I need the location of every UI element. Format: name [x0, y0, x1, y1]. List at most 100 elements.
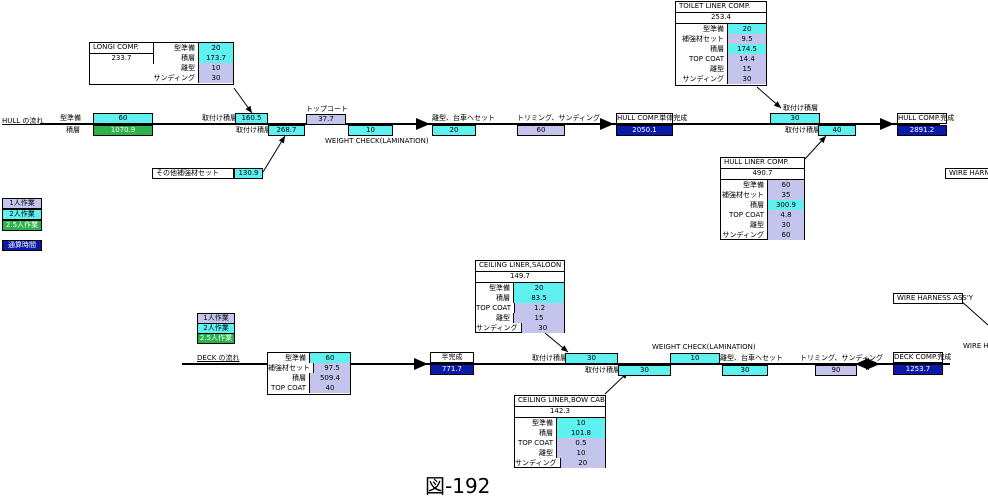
saloon-row-key: 積層 [496, 294, 510, 302]
deck-row-value: 509.4 [309, 373, 350, 383]
hull-prep-label: 型準備 [60, 114, 81, 122]
hull-liner-row-value: 30 [767, 220, 804, 230]
deck-comp-done-value: 1253.7 [893, 364, 943, 375]
longi-row-value: 20 [198, 43, 233, 53]
deck-demold-label: 離型、台車へセット [720, 354, 783, 362]
deck-half-value: 771.7 [430, 364, 474, 375]
legend-one-person: 1人作業 [2, 198, 42, 209]
deck-comp-done-label: DECK COMP.完成 [893, 352, 952, 363]
toilet-row-value: 20 [727, 24, 766, 34]
deck-attach1-value: 30 [565, 353, 618, 364]
bow-row-value: 20 [559, 458, 605, 468]
saloon-row-key: 型準備 [489, 284, 510, 292]
toilet-row-value: 30 [727, 74, 766, 84]
bow-cabin-liner-table: CEILING LINER,BOW CABIN COMP. 142.3 型準備1… [514, 395, 606, 468]
saloon-title: CEILING LINER,SALOON COMP. [476, 261, 564, 272]
bow-row-value: 10 [556, 448, 605, 458]
hull-flow-label: HULL の流れ [2, 117, 44, 125]
deck-half-label: 半完成 [430, 352, 474, 363]
deck-row-value: 60 [309, 353, 350, 363]
hull-liner-title: HULL LINER COMP. [721, 158, 804, 169]
hull-weight-check-label: WEIGHT CHECK(LAMINATION) [325, 137, 429, 145]
bow-row-key: TOP COAT [517, 439, 553, 447]
toilet-title: TOILET LINER COMP. [676, 2, 766, 13]
saloon-row-key: TOP COAT [476, 304, 512, 312]
bow-row-value: 0.5 [556, 438, 605, 448]
hull-attach1-value: 160.5 [235, 113, 268, 124]
hull-liner-row-value: 300.9 [767, 200, 804, 210]
toilet-row-key: サンディング [682, 75, 724, 83]
other-reinforce-value: 130.9 [234, 168, 263, 179]
hull-comp-done-value: 2891.2 [897, 125, 947, 136]
deck-row-value: 97.5 [313, 363, 350, 373]
hull-attach1-label: 取付け積層 [202, 114, 237, 122]
longi-row-value: 30 [198, 73, 233, 83]
longi-row-key: 型準備 [174, 44, 195, 52]
hull-liner-row-key: TOP COAT [728, 211, 764, 219]
hull-prep-value: 60 [93, 113, 153, 124]
toilet-row-value: 9.5 [727, 34, 766, 44]
hull-liner-row-key: サンディング [722, 231, 764, 239]
hull-liner-row-key: 離型 [750, 221, 764, 229]
hull-attach2-value: 268.7 [268, 125, 305, 136]
hull-demold-value: 20 [432, 125, 476, 136]
bow-total: 142.3 [515, 407, 605, 418]
hull-comp-single-label: HULL COMP.単体完成 [616, 113, 688, 124]
deck-attach1-label: 取付け積層 [532, 354, 567, 362]
deck-demold-value: 30 [722, 365, 768, 376]
hull-liner-row-key: 型準備 [743, 181, 764, 189]
deck-attach2-value: 30 [618, 365, 671, 376]
saloon-total: 149.7 [476, 272, 564, 283]
hull-liner-total: 490.7 [721, 169, 804, 180]
bow-title: CEILING LINER,BOW CABIN COMP. [515, 396, 605, 407]
saloon-row-value: 1.2 [514, 303, 564, 313]
wire-harness-assy-label: WIRE HARNESS ASS'Y [893, 293, 973, 304]
wire-harness-cut-label: WIRE HAR [963, 342, 988, 350]
deck-row-key: 積層 [292, 374, 306, 382]
legend-two-person: 2人作業 [2, 209, 42, 220]
bow-row-value: 101.8 [556, 428, 605, 438]
longi-row-key: サンディング [153, 74, 195, 82]
toilet-row-key: 積層 [710, 45, 724, 53]
longi-row-value: 173.7 [198, 53, 233, 63]
deck-row-key: TOP COAT [270, 384, 306, 392]
hull-lam-value: 1070.9 [93, 125, 153, 136]
deck-weight-check-label: WEIGHT CHECK(LAMINATION) [652, 343, 756, 351]
saloon-row-value: 83.5 [513, 293, 564, 303]
hull-liner-row-value: 35 [767, 190, 804, 200]
saloon-row-value: 15 [513, 313, 564, 323]
hull-comp-done-label: HULL COMP.完成 [897, 113, 955, 124]
hull-demold-label: 離型、台車へセット [432, 114, 495, 122]
hull-attach4-value: 40 [818, 125, 856, 136]
deck-trim-value: 90 [815, 365, 857, 376]
deck-attach2-label: 取付け積層 [585, 366, 620, 374]
hull-liner-row-value: 4.8 [767, 210, 804, 220]
hull-attach4-label: 取付け積層 [785, 126, 820, 134]
saloon-row-value: 20 [513, 283, 564, 293]
hull-trim-label: トリミング、サンディング [517, 114, 601, 122]
hull-attach3-label: 取付け積層 [783, 104, 818, 112]
longi-row-key: 離型 [181, 64, 195, 72]
hull-lam-label: 積層 [66, 126, 80, 134]
hull-attach2-label: 取付け積層 [236, 126, 271, 134]
bow-row-value: 10 [556, 418, 605, 428]
toilet-row-key: TOP COAT [688, 55, 724, 63]
toilet-row-value: 14.4 [727, 54, 766, 64]
saloon-row-key: サンディング [476, 324, 518, 332]
toilet-row-key: 補強材セット [682, 35, 724, 43]
deck-weight-check-value: 10 [670, 353, 720, 364]
legend-total-time: 通算時間 [2, 240, 42, 251]
toilet-row-value: 174.5 [727, 44, 766, 54]
longi-title: LONGI COMP. [90, 43, 153, 54]
hull-attach3-value: 30 [770, 113, 820, 124]
toilet-total: 253.4 [676, 13, 766, 24]
longi-total: 233.7 [111, 54, 132, 62]
hull-topcoat-label: トップコート [306, 105, 348, 113]
deck-row-key: 補強材セット [268, 364, 310, 372]
hull-liner-row-key: 積層 [750, 201, 764, 209]
bow-row-key: サンディング [515, 459, 557, 467]
saloon-row-key: 離型 [496, 314, 510, 322]
hull-topcoat-value: 37.7 [306, 114, 346, 125]
